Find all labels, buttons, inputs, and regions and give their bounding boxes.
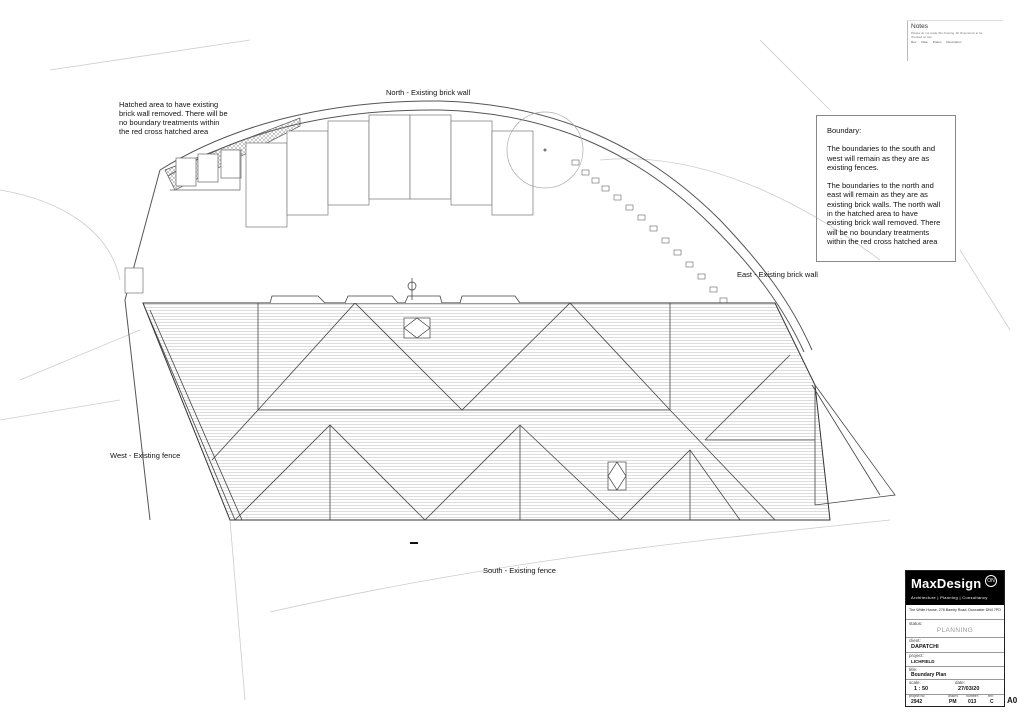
north-arrow-marker (407, 278, 417, 300)
rev-value: C (990, 699, 994, 705)
tree-canopy (506, 111, 584, 189)
east-wall-label: East - Existing brick wall (737, 270, 818, 279)
drawn-label: drawn: (948, 694, 959, 698)
project-no-value: 2942 (911, 699, 923, 705)
main-roof (142, 295, 896, 521)
boundary-para-2: The boundaries to the north and east wil… (827, 181, 941, 246)
rev-label: rev: (988, 694, 994, 698)
status-value: PLANNING (936, 627, 974, 634)
context-lines (0, 39, 1011, 701)
client-label: client: (909, 638, 921, 643)
brand-name: MaxDesign (911, 576, 982, 591)
boundary-heading: Boundary: (827, 126, 862, 135)
notes-title: Notes (911, 23, 928, 30)
notes-columns: Rev Date Drawn Description (911, 40, 961, 44)
project-value: LICHFIELD (911, 659, 935, 664)
notes-col-drawn: Drawn (932, 40, 942, 44)
parking-bays (245, 114, 534, 228)
project-label: project: (909, 653, 924, 658)
east-wall-piers (571, 159, 728, 304)
drawn-value: PM (949, 699, 957, 705)
brand-tagline: Architecture | Planning | Consultancy (911, 595, 988, 600)
scale-value: 1 : 50 (914, 686, 929, 692)
notes-panel: Notes Please do not scale this drawing. … (907, 20, 1003, 61)
date-value: 27/03/20 (958, 686, 980, 692)
company-address: The White House, 278 Bawtry Road, Doncas… (909, 608, 1001, 612)
project-no-label: project no: (909, 694, 926, 698)
notes-col-rev: Rev (911, 40, 917, 44)
south-fence-label: South - Existing fence (483, 566, 556, 575)
notes-subtitle: Please do not scale this drawing. All di… (911, 31, 983, 39)
title-label: title: (909, 667, 918, 672)
brand-mark-icon: ON (985, 575, 997, 587)
sheds (170, 149, 242, 191)
hatched-area-note: Hatched area to have existing brick wall… (119, 100, 228, 136)
title-block: MaxDesign ON Architecture | Planning | C… (905, 570, 1005, 707)
north-wall-label: North - Existing brick wall (386, 88, 471, 97)
client-value: DAPATCHI (911, 644, 939, 650)
west-outbuilding (124, 267, 144, 294)
number-label: number: (966, 694, 979, 698)
scale-label: scale: (909, 680, 921, 685)
west-fence-label: West - Existing fence (110, 451, 181, 460)
title-block-header: MaxDesign ON Architecture | Planning | C… (906, 571, 1004, 605)
section-marker (410, 542, 418, 544)
boundary-para-1: The boundaries to the south and west wil… (827, 144, 935, 172)
date-label: date: (955, 680, 966, 685)
notes-col-description: Description (946, 40, 962, 44)
sheet-size: A0 (1007, 696, 1018, 705)
notes-col-date: Date (921, 40, 928, 44)
status-label: status: (909, 621, 923, 626)
title-value: Boundary Plan (911, 672, 947, 678)
boundary-note-box: Boundary: The boundaries to the south an… (816, 115, 956, 262)
number-value: 013 (968, 699, 977, 705)
